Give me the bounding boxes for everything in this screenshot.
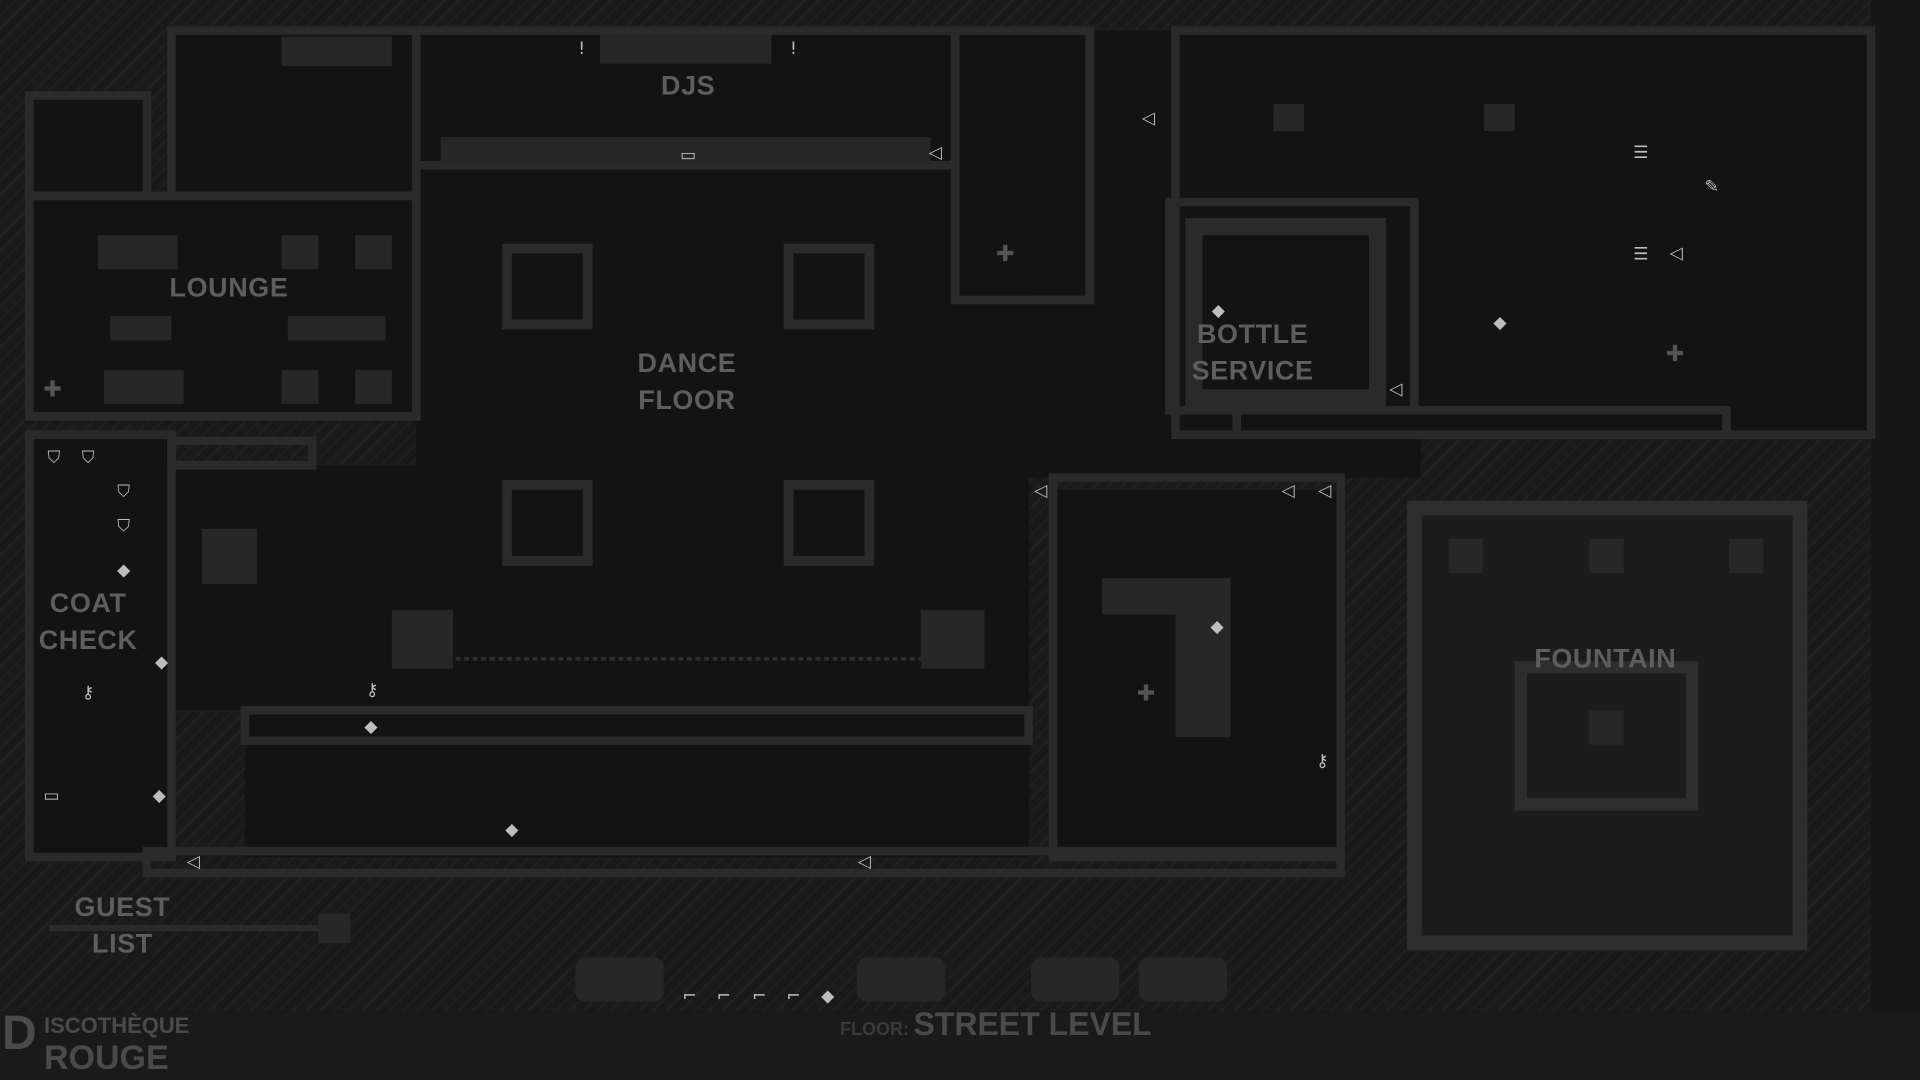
map-icons: ! ! ▭ ◁ ◁ ◁ ◁ ◁ ◁ ◁ ◁ ◁ ✚ ✚ ✚ ✚ ☰ ☰ ✎ ⛉ …: [43, 39, 1719, 1007]
disguise-icon[interactable]: ⛉: [82, 448, 95, 468]
item-icon[interactable]: ◆: [1493, 313, 1507, 333]
room-label-coat-check: COAT: [50, 588, 127, 618]
room-label-guest-list: GUEST: [75, 892, 171, 922]
furniture: [48, 34, 1764, 1002]
medkit-icon[interactable]: ✚: [43, 378, 61, 403]
wrench-icon[interactable]: ✎: [1705, 177, 1719, 197]
ladder-icon[interactable]: ☰: [1633, 143, 1648, 163]
medkit-icon[interactable]: ✚: [996, 242, 1014, 267]
disguise-icon[interactable]: ⛉: [117, 482, 130, 502]
floor-indicator: FLOOR: STREET LEVEL: [840, 1006, 1152, 1043]
room-label-bottle-service-2: SERVICE: [1192, 356, 1314, 386]
note-icon[interactable]: ▭: [43, 786, 59, 806]
room-label-guest-list-2: LIST: [92, 929, 153, 959]
disguise-icon[interactable]: ⛉: [47, 448, 60, 468]
weapon-icon[interactable]: ⌐: [716, 987, 730, 1007]
key-icon[interactable]: ⚷: [366, 681, 379, 701]
room-label-djs: DJS: [661, 70, 715, 100]
item-icon[interactable]: ◆: [117, 561, 131, 581]
item-icon[interactable]: ◆: [153, 786, 167, 806]
speaker-icon[interactable]: ◁: [929, 143, 943, 163]
speaker-icon[interactable]: ◁: [1034, 481, 1048, 501]
medkit-icon[interactable]: ✚: [1137, 681, 1155, 706]
room-label-fountain: FOUNTAIN: [1534, 643, 1676, 673]
item-icon[interactable]: ◆: [1211, 617, 1225, 637]
floor-label: FLOOR:: [840, 1019, 909, 1039]
item-icon[interactable]: ◆: [821, 987, 835, 1007]
item-icon[interactable]: ◆: [1212, 301, 1226, 321]
speaker-icon[interactable]: ◁: [1142, 109, 1156, 129]
speaker-icon[interactable]: ◁: [1389, 379, 1403, 399]
key-icon[interactable]: ⚷: [1316, 752, 1329, 772]
item-icon[interactable]: ◆: [364, 717, 378, 737]
venue-title-initial: D: [2, 1007, 37, 1060]
key-icon[interactable]: ⚷: [82, 683, 95, 703]
room-label-lounge: LOUNGE: [170, 272, 289, 302]
venue-title-line1: ISCOTHÈQUE: [44, 1013, 190, 1038]
weapon-icon[interactable]: ⌐: [786, 987, 800, 1007]
room-label-dance-floor: DANCE: [638, 348, 737, 378]
medkit-icon[interactable]: ✚: [1666, 342, 1684, 367]
weapon-icon[interactable]: ⌐: [682, 987, 696, 1007]
speaker-icon[interactable]: ◁: [1670, 243, 1684, 263]
speaker-icon[interactable]: ◁: [1318, 481, 1332, 501]
room-label-dance-floor-2: FLOOR: [638, 385, 735, 415]
map-edge: [1871, 0, 1920, 1012]
room-label-bottle-service: BOTTLE: [1197, 319, 1308, 349]
ladder-icon[interactable]: ☰: [1633, 245, 1648, 265]
floor-value[interactable]: STREET LEVEL: [913, 1006, 1152, 1042]
room-labels: DJS LOUNGE DANCE FLOOR BOTTLE SERVICE CO…: [39, 70, 1676, 959]
room-label-coat-check-2: CHECK: [39, 625, 138, 655]
toilet-icon[interactable]: !: [790, 39, 797, 59]
venue-title-line2: ROUGE: [44, 1039, 169, 1077]
weapon-icon[interactable]: ⌐: [752, 987, 766, 1007]
item-icon[interactable]: ◆: [505, 820, 519, 840]
speaker-icon[interactable]: ◁: [858, 852, 872, 872]
bottom-bar: [0, 1012, 1920, 1080]
laptop-icon[interactable]: ▭: [680, 145, 696, 165]
speaker-icon[interactable]: ◁: [187, 852, 201, 872]
walls: [25, 26, 1876, 951]
item-icon[interactable]: ◆: [155, 652, 169, 672]
disguise-icon[interactable]: ⛉: [117, 516, 130, 536]
toilet-icon[interactable]: !: [578, 39, 585, 59]
speaker-icon[interactable]: ◁: [1282, 481, 1296, 501]
